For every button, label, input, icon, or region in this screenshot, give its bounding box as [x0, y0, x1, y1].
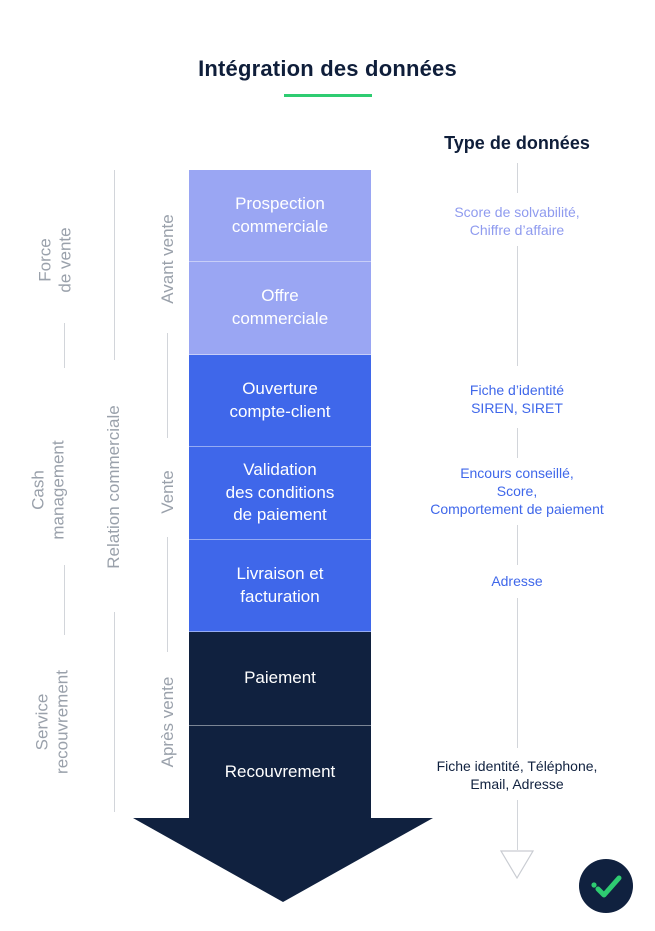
label-apres-vente: Après vente — [158, 676, 178, 768]
step-offre: Offre commerciale — [189, 262, 371, 355]
logo-badge — [579, 859, 633, 913]
step-label: Ouverture compte-client — [229, 378, 331, 421]
page-title: Intégration des données — [198, 56, 457, 81]
step-label: Offre commerciale — [231, 286, 329, 328]
relation-line-bottom — [114, 612, 115, 812]
data-line — [517, 163, 518, 193]
phase-divider-1 — [167, 333, 168, 438]
data-type-pre-sale: Score de solvabilité, Chiffre d’affaire — [454, 204, 580, 239]
data-type-recouvrement: Fiche identité, Téléphone, Email, Adress… — [436, 758, 598, 793]
step-prospection: Prospection commerciale — [189, 170, 371, 262]
relation-line-top — [114, 170, 115, 360]
label-cash-management: Cash management — [28, 440, 67, 540]
step-label: Livraison et facturation — [236, 563, 324, 606]
check-icon — [591, 875, 622, 898]
step-label: Paiement — [244, 668, 316, 688]
step-paiement: Paiement — [189, 632, 371, 726]
step-label: Validation des conditions de paiement — [225, 459, 335, 525]
step-label: Prospection commerciale — [231, 193, 329, 236]
data-line — [517, 428, 518, 458]
step-recouvrement: Recouvrement — [189, 726, 371, 818]
type-header: Type de données — [444, 133, 590, 153]
data-type-identity: Fiche d’identité SIREN, SIRET — [469, 382, 565, 417]
outline-arrow-icon — [500, 850, 534, 880]
label-service-recouvrement: Service recouvrement — [32, 670, 71, 774]
funnel-arrow-head — [133, 818, 433, 902]
step-ouverture: Ouverture compte-client — [189, 355, 371, 447]
data-line — [517, 598, 518, 748]
label-avant-vente: Avant vente — [158, 214, 178, 304]
label-relation-commerciale: Relation commerciale — [104, 405, 124, 569]
title-underline — [284, 94, 372, 97]
step-livraison: Livraison et facturation — [189, 540, 371, 632]
divider-line — [64, 565, 65, 635]
data-line — [517, 800, 518, 850]
data-line — [517, 525, 518, 565]
label-force-vente: Force de vente — [35, 227, 74, 293]
phase-divider-2 — [167, 537, 168, 652]
data-type-encours: Encours conseillé, Score, Comportement d… — [430, 465, 604, 518]
label-vente: Vente — [158, 470, 178, 514]
divider-line — [64, 323, 65, 368]
step-validation: Validation des conditions de paiement — [189, 447, 371, 540]
data-type-adresse: Adresse — [491, 573, 543, 589]
step-label: Recouvrement — [224, 761, 336, 781]
data-line — [517, 246, 518, 366]
